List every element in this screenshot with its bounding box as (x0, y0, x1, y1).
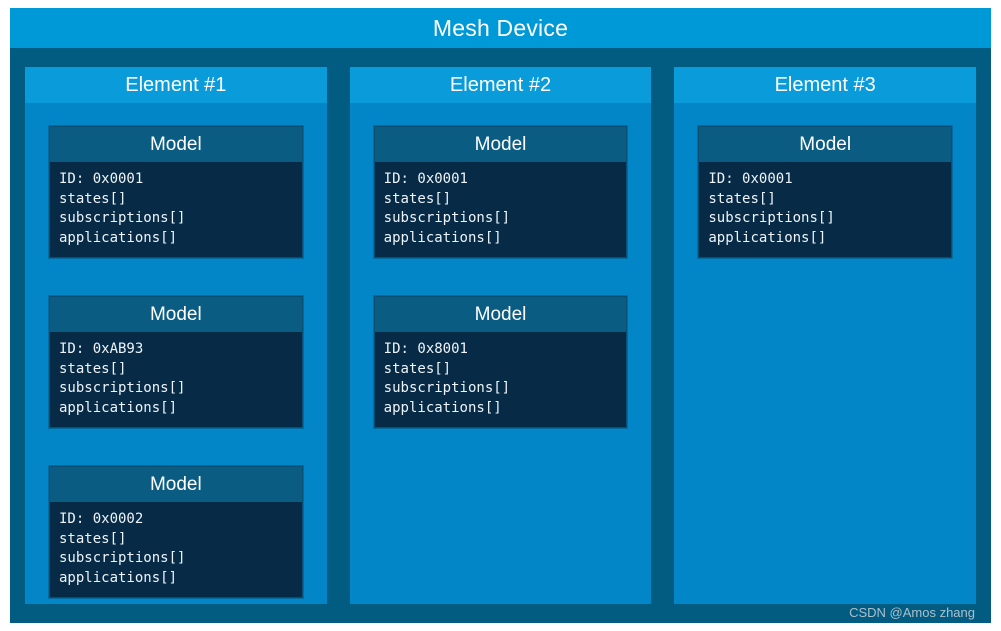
model-field-line: subscriptions[] (383, 380, 511, 396)
model-id-line: ID: 0x0001 (708, 171, 793, 187)
model-field-line: states[] (59, 190, 127, 207)
model-field-line: subscriptions[] (59, 210, 186, 226)
model-field-line: subscriptions[] (59, 380, 186, 396)
model-id-line: ID: 0x0001 (383, 171, 468, 187)
model-title: Model (50, 467, 302, 502)
model-body: ID: 0xAB93 states[] subscriptions[] applica… (50, 332, 302, 427)
model-field-line: states[] (59, 360, 127, 377)
model-field-line: applications[] (708, 229, 827, 246)
model-id-line: ID: 0x8001 (383, 341, 468, 357)
model-field-line: subscriptions[] (708, 210, 835, 226)
model-field-line: subscriptions[] (383, 210, 511, 226)
model-field-line: applications[] (59, 229, 178, 246)
model-body: ID: 0x0001 states[] subscriptions[] applica… (699, 162, 952, 257)
model-body: ID: 0x8001 states[] subscriptions[] applica… (374, 332, 627, 427)
model-id-line: ID: 0x0001 (59, 171, 144, 187)
mesh-device-title: Mesh Device (10, 8, 991, 48)
model-id-line: ID: 0x0002 (59, 511, 144, 527)
model-field-line: applications[] (383, 229, 502, 246)
element-title: Element #2 (349, 67, 652, 103)
model-title: Model (50, 297, 302, 332)
model-field-line: states[] (383, 360, 452, 377)
model-field-line: applications[] (59, 569, 178, 586)
model-field-line: states[] (59, 530, 127, 547)
model-title: Model (374, 127, 627, 162)
model-field-line: states[] (383, 190, 452, 207)
model-field-line: applications[] (383, 399, 502, 416)
model-id-line: ID: 0xAB93 (59, 341, 144, 357)
model-title: Model (699, 127, 952, 162)
model-field-line: applications[] (59, 399, 178, 416)
watermark-label: CSDN @Amos zhang (849, 605, 975, 620)
model-title: Model (374, 297, 627, 332)
model-body: ID: 0x0001 states[] subscriptions[] applica… (374, 162, 627, 257)
model-field-line: states[] (708, 190, 776, 207)
model-field-line: subscriptions[] (59, 550, 186, 566)
model-body: ID: 0x0001 states[] subscriptions[] applica… (50, 162, 302, 257)
model-title: Model (50, 127, 302, 162)
element-title: Element #3 (674, 67, 977, 103)
element-title: Element #1 (25, 67, 327, 103)
model-body: ID: 0x0002 states[] subscriptions[] applica… (50, 502, 302, 597)
